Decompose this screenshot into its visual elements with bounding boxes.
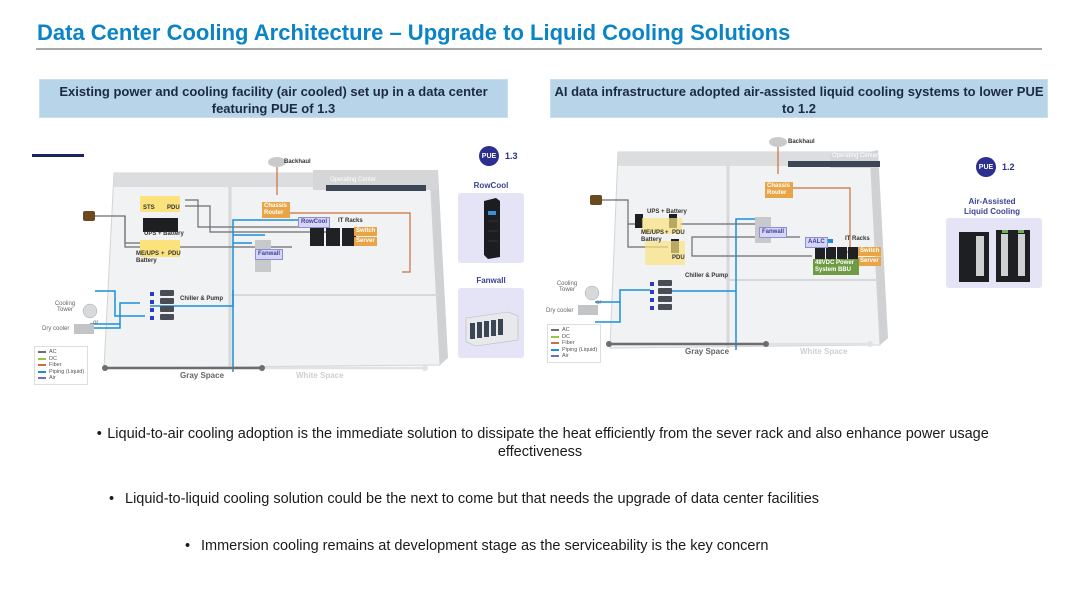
pue-value: 1.2 — [1002, 162, 1015, 172]
legend-fiber: Fiber — [38, 362, 84, 369]
product-title-air-assisted: Air-Assisted Liquid Cooling — [964, 197, 1020, 216]
aalc-tag: AALC — [805, 237, 828, 248]
bullet-marker: • — [109, 491, 115, 507]
product-title-fanwall: Fanwall — [476, 276, 506, 285]
page-title: Data Center Cooling Architecture – Upgra… — [37, 20, 791, 45]
label-cooling-tower: Cooling Tower — [54, 301, 76, 313]
cooling-tower-icon — [584, 285, 600, 301]
bullet-item: • Liquid-to-air cooling adoption is the i… — [75, 425, 1005, 461]
label-chiller-pump: Chiller & Pump — [685, 273, 729, 279]
power-source-icon — [590, 195, 602, 205]
power-system-tag: 48VDC Power System BBU — [813, 259, 859, 275]
legend-air: Air — [38, 375, 84, 382]
bullet-item: • Immersion cooling remains at developmen… — [185, 538, 768, 554]
legend-air: Air — [551, 353, 597, 360]
legend-dc: DC — [38, 356, 84, 363]
fanwall-tag: Fanwall — [759, 227, 788, 238]
label-or: or — [93, 320, 99, 326]
label-sts: STS — [143, 205, 155, 211]
chassis-router-tag: Chassis Router — [262, 202, 290, 218]
left-panel-caption: Existing power and cooling facility (air… — [39, 79, 508, 118]
left-diagram-graphics — [74, 157, 448, 372]
label-it-racks: IT Racks — [338, 218, 363, 224]
power-source-icon — [83, 211, 95, 221]
fanwall-unit-image — [465, 311, 519, 347]
label-ups-battery: UPS + Battery — [144, 231, 184, 237]
legend-ac: AC — [551, 327, 597, 334]
pdu-box — [645, 241, 685, 265]
liquid-cooling-rack-image — [959, 230, 1030, 282]
fanwall-product-card — [458, 288, 524, 358]
left-pue-indicator: PUE 1.3 — [479, 146, 518, 166]
pue-value: 1.3 — [505, 151, 518, 161]
bullet-text: Liquid-to-air cooling adoption is the im… — [107, 426, 989, 460]
label-or: or — [596, 300, 602, 306]
label-pdu-top: PDU — [167, 205, 180, 211]
right-pue-indicator: PUE 1.2 — [976, 157, 1015, 177]
pue-badge: PUE — [479, 146, 499, 166]
label-white-space: White Space — [296, 371, 344, 380]
cooling-tower-icon — [82, 303, 98, 319]
legend-ac: AC — [38, 349, 84, 356]
legend-piping: Piping (Liquid) — [38, 369, 84, 376]
label-gray-space: Gray Space — [685, 347, 730, 356]
switch-tag: Switch — [858, 247, 882, 256]
chassis-router-tag: Chassis Router — [765, 182, 793, 198]
label-dry-cooler: Dry cooler — [546, 308, 574, 314]
label-pdu-mid: PDU — [672, 230, 685, 236]
pue-badge: PUE — [976, 157, 996, 177]
rowcool-unit-image — [484, 198, 500, 259]
rowcool-tag: RowCool — [298, 217, 330, 228]
dry-cooler-icon — [578, 305, 598, 315]
label-ups-battery: UPS + Battery — [647, 209, 687, 215]
label-plus: + — [161, 251, 165, 257]
cloud-icon — [268, 157, 286, 167]
label-battery: Battery — [136, 258, 157, 264]
air-assisted-product-card — [946, 218, 1042, 288]
label-cooling-tower: Cooling Tower — [556, 281, 578, 293]
left-architecture-diagram: Backhaul Operating Center STS PDU UPS + … — [30, 140, 450, 390]
label-chiller-pump: Chiller & Pump — [180, 296, 224, 302]
label-it-racks: IT Racks — [845, 236, 870, 242]
product-title-rowcool: RowCool — [473, 181, 509, 190]
fanwall-tag: Fanwall — [255, 249, 284, 260]
ups-pdu-box — [642, 218, 682, 234]
dry-cooler-icon — [74, 324, 94, 334]
me-ups-pdu-box — [140, 240, 180, 257]
label-backhaul: Backhaul — [284, 159, 311, 165]
label-pdu-bottom: PDU — [672, 255, 685, 261]
server-tag: Server — [858, 257, 881, 266]
label-operating-center: Operating Center — [832, 153, 879, 159]
label-pdu-bottom: PDU — [168, 251, 181, 257]
right-diagram-graphics — [578, 137, 888, 350]
legend-dc: DC — [551, 334, 597, 341]
label-me-ups: ME/UPS — [641, 230, 665, 236]
legend-piping: Piping (Liquid) — [551, 347, 597, 354]
switch-tag: Switch — [354, 227, 378, 236]
server-tag: Server — [354, 237, 377, 246]
label-gray-space: Gray Space — [180, 371, 225, 380]
label-me-ups: ME/UPS — [136, 251, 160, 257]
accent-line — [32, 154, 84, 157]
legend-fiber: Fiber — [551, 340, 597, 347]
label-dry-cooler: Dry cooler — [42, 326, 70, 332]
bullet-item: • Liquid-to-liquid cooling solution could… — [109, 491, 819, 507]
label-operating-center: Operating Center — [330, 177, 377, 183]
bullet-marker: • — [185, 538, 191, 554]
right-architecture-diagram: Backhaul Operating Center UPS + Battery … — [546, 130, 940, 370]
sts-pdu-box — [140, 196, 180, 212]
label-white-space: White Space — [800, 347, 848, 356]
right-panel-caption: AI data infrastructure adopted air-assis… — [550, 79, 1048, 118]
label-plus: + — [665, 230, 669, 236]
cloud-icon — [769, 137, 787, 147]
label-backhaul: Backhaul — [788, 139, 815, 145]
bullet-text: Liquid-to-liquid cooling solution could … — [125, 491, 820, 507]
title-divider — [36, 48, 1042, 50]
bullet-text: Immersion cooling remains at development… — [201, 538, 769, 554]
left-legend: AC DC Fiber Piping (Liquid) Air — [34, 346, 89, 385]
rowcool-product-card — [458, 193, 524, 263]
bullet-marker: • — [96, 426, 102, 442]
label-battery: Battery — [641, 237, 662, 243]
right-legend: AC DC Fiber Piping (Liquid) Air — [547, 324, 602, 363]
